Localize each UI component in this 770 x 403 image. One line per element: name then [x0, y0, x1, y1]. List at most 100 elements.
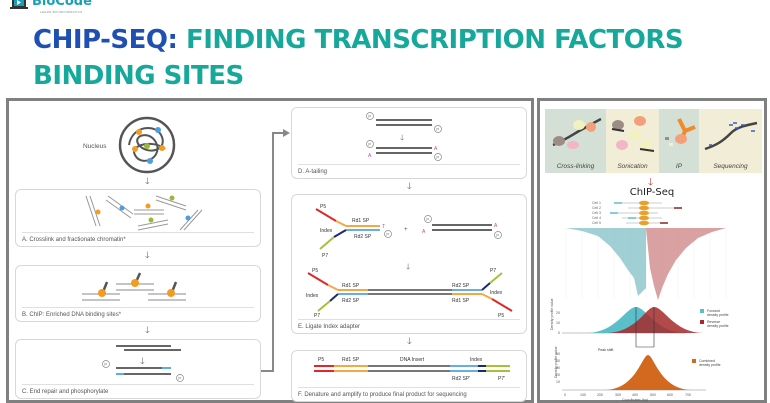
read-pileup-plot	[565, 228, 727, 300]
svg-text:Density profile value: Density profile value	[550, 298, 554, 330]
svg-text:40: 40	[556, 359, 560, 363]
svg-text:20: 20	[556, 373, 560, 377]
svg-text:Rd1 SP: Rd1 SP	[342, 283, 360, 289]
step-card-e: P5 Rd1 SP T Index Rd2 SP P P7 + P A A P …	[291, 194, 527, 334]
title-line2: BINDING SITES	[33, 61, 244, 91]
svg-text:30: 30	[556, 366, 560, 370]
connector-arrow-icon	[261, 129, 290, 372]
svg-text:Rd2 SP': Rd2 SP'	[452, 376, 470, 382]
svg-text:100: 100	[580, 393, 586, 397]
svg-text:10: 10	[556, 321, 560, 325]
svg-text:Rd2 SP: Rd2 SP	[452, 283, 470, 289]
svg-text:Rd1 SP: Rd1 SP	[352, 218, 370, 224]
stage-cross-linking: Cross-linking	[545, 109, 606, 173]
svg-text:P: P	[386, 232, 389, 237]
svg-text:Forward: Forward	[707, 309, 720, 313]
nucleus-label: Nucleus	[83, 143, 107, 150]
svg-text:Index: Index	[490, 290, 503, 296]
svg-text:A: A	[368, 153, 372, 159]
title-highlight: CHIP-SEQ:	[33, 25, 178, 55]
svg-text:Index: Index	[320, 228, 333, 234]
stage-sonication: Sonication	[606, 109, 659, 173]
step-card-b: B. ChIP: Enriched DNA binding sites*	[15, 265, 261, 322]
logo-tagline: LEARN BIOINFORMATICS	[40, 10, 83, 14]
down-arrow-icon: 🡓	[145, 325, 150, 335]
step-label-e: E. Ligate Index adapter	[298, 324, 361, 330]
svg-text:P5: P5	[498, 313, 504, 319]
svg-text:P7: P7	[322, 253, 328, 259]
svg-text:density profile: density profile	[707, 324, 729, 328]
svg-text:20: 20	[556, 311, 560, 315]
svg-text:50: 50	[556, 352, 560, 356]
svg-text:P: P	[496, 233, 499, 238]
svg-text:P: P	[426, 217, 429, 222]
chipseq-frame: Cross-linking Sonication IP Sequencing 🡓…	[537, 98, 767, 403]
svg-text:Rd1 SP: Rd1 SP	[342, 357, 360, 363]
title-line1: FINDING TRANSCRIPTION FACTORS	[185, 25, 684, 55]
svg-text:Cell 5: Cell 5	[592, 221, 601, 225]
antibody-icon	[665, 118, 696, 146]
svg-text:Reverse: Reverse	[707, 320, 720, 324]
svg-text:600: 600	[667, 393, 673, 397]
svg-text:400: 400	[632, 393, 638, 397]
step-card-c: 🡓 P P C. End repair and phosphorylate	[15, 339, 261, 399]
down-arrow-icon: 🡓	[145, 176, 150, 186]
svg-text:300: 300	[615, 393, 621, 397]
svg-text:Rd1 SP: Rd1 SP	[452, 298, 470, 304]
down-arrow-icon: 🡓	[407, 336, 412, 346]
svg-text:DNA Insert: DNA Insert	[400, 357, 425, 363]
svg-text:P5: P5	[312, 268, 318, 274]
svg-text:P: P	[436, 127, 439, 132]
svg-text:Cell 1: Cell 1	[592, 201, 601, 205]
chip-enrichment-icon	[82, 272, 186, 301]
svg-text:Index: Index	[470, 357, 483, 363]
svg-text:A: A	[494, 223, 498, 229]
density-profile-chart: Density profile value 20 10 0 Peak shift F…	[550, 298, 729, 352]
dna-fragments-icon	[85, 195, 203, 231]
step-card-f: P5 Rd1 SP DNA Insert Index Rd2 SP' P7' F…	[291, 350, 527, 402]
sonication-icon	[611, 116, 655, 152]
laptop-icon	[10, 0, 28, 10]
stage-sequencing: Sequencing	[699, 109, 762, 173]
svg-text:+: +	[404, 227, 408, 233]
step-label-a: A. Crosslink and fractionate chromatin*	[22, 237, 126, 243]
stage-label: Sequencing	[713, 163, 748, 170]
step-label-b: B. ChIP: Enriched DNA binding sites*	[22, 312, 122, 318]
svg-text:P7: P7	[490, 268, 496, 274]
svg-text:🡓: 🡓	[406, 262, 410, 271]
workflow-frame: Nucleus 🡓 A. Crosslink and fractionate c…	[6, 98, 534, 403]
svg-text:Peak shift: Peak shift	[598, 348, 613, 352]
nucleus-icon	[118, 116, 176, 174]
stage-label: Cross-linking	[556, 163, 595, 170]
crosslink-icon	[552, 117, 602, 149]
svg-text:P: P	[104, 362, 107, 367]
svg-text:10: 10	[556, 380, 560, 384]
step-label-c: C. End repair and phosphorylate	[22, 389, 109, 395]
svg-text:Density profile value: Density profile value	[554, 346, 558, 378]
svg-text:Combined: Combined	[699, 359, 715, 363]
step-label-f: F. Denature and amplify to produce final…	[298, 392, 467, 398]
stage-ip: IP	[659, 109, 699, 173]
svg-text:P7': P7'	[498, 376, 505, 382]
svg-text:🡓: 🡓	[140, 356, 145, 366]
step-label-d: D. A-tailing	[298, 169, 328, 175]
stage-label: IP	[675, 163, 683, 170]
svg-text:P: P	[368, 142, 371, 147]
svg-text:P: P	[368, 114, 371, 119]
down-arrow-icon: 🡓	[407, 181, 412, 191]
svg-text:Coordinates (bp): Coordinates (bp)	[622, 398, 648, 402]
svg-text:P: P	[436, 155, 439, 160]
svg-text:T: T	[382, 224, 385, 230]
svg-text:Cell 2: Cell 2	[592, 206, 601, 210]
svg-text:A: A	[434, 146, 438, 152]
svg-text:P5: P5	[318, 357, 324, 363]
svg-text:0: 0	[558, 331, 560, 335]
step-card-d: P P 🡓 P A A P D. A-tailing	[291, 107, 527, 179]
svg-text:density profile: density profile	[699, 363, 721, 367]
stage-label: Sonication	[617, 163, 648, 170]
logo: BioCode	[10, 0, 92, 14]
end-repair-icon: 🡓 P P	[102, 345, 184, 382]
a-tailing-icon: P P 🡓 P A A P	[366, 112, 442, 161]
